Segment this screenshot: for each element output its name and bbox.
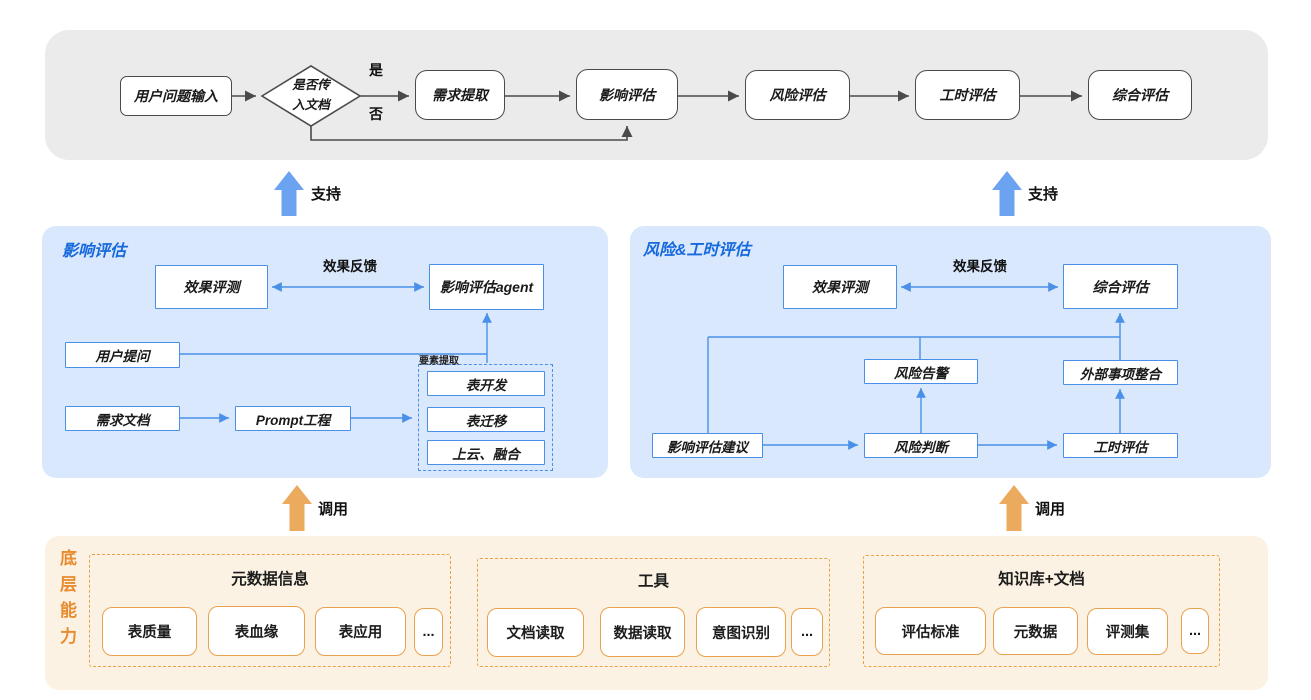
node-hours-evaluation-2: 工时评估 bbox=[1063, 433, 1178, 458]
node-impact-evaluation: 影响评估 bbox=[576, 69, 678, 120]
card-tools-more: ... bbox=[791, 608, 823, 656]
card-eval-set: 评测集 bbox=[1087, 608, 1168, 655]
node-impact-evaluation-agent: 影响评估agent bbox=[429, 264, 544, 310]
card-metadata-more: ... bbox=[414, 608, 443, 656]
node-overall-evaluation: 综合评估 bbox=[1088, 70, 1192, 120]
no-branch-label: 否 bbox=[369, 104, 383, 124]
decision-diamond-label: 是否传 入文档 bbox=[271, 75, 351, 115]
decision-line2: 入文档 bbox=[271, 95, 351, 115]
card-intent-recognition: 意图识别 bbox=[696, 607, 786, 657]
invoke-label-right: 调用 bbox=[1035, 498, 1065, 519]
node-impact-suggestion: 影响评估建议 bbox=[652, 433, 763, 458]
knowledge-docs-group: 知识库+文档 评估标准 元数据 评测集 ... bbox=[863, 555, 1220, 667]
metadata-info-title: 元数据信息 bbox=[90, 567, 450, 589]
tools-group: 工具 文档读取 数据读取 意图识别 ... bbox=[477, 558, 830, 667]
invoke-arrow-right bbox=[999, 485, 1029, 531]
card-metadata: 元数据 bbox=[993, 607, 1078, 655]
card-data-reading: 数据读取 bbox=[600, 607, 685, 657]
node-requirement-doc: 需求文档 bbox=[65, 406, 180, 431]
effect-feedback-label: 效果反馈 bbox=[316, 255, 384, 275]
node-hours-evaluation: 工时评估 bbox=[915, 70, 1020, 120]
risk-panel-title: 风险&工时评估 bbox=[643, 236, 751, 260]
node-user-question: 用户提问 bbox=[65, 342, 180, 368]
card-knowledge-more: ... bbox=[1181, 608, 1209, 654]
metadata-info-group: 元数据信息 表质量 表血缘 表应用 ... bbox=[89, 554, 451, 667]
support-label-right: 支持 bbox=[1028, 183, 1058, 204]
invoke-arrow-left bbox=[282, 485, 312, 531]
base-capability-title: 底层能力 bbox=[54, 549, 79, 687]
support-arrow-right bbox=[992, 171, 1022, 216]
node-requirement-extraction: 需求提取 bbox=[415, 70, 505, 120]
element-extraction-label: 要素提取 bbox=[419, 352, 459, 367]
node-effect-evaluation-2: 效果评测 bbox=[783, 265, 897, 309]
impact-panel-title: 影响评估 bbox=[62, 237, 126, 261]
card-evaluation-standard: 评估标准 bbox=[875, 607, 986, 655]
node-comprehensive-evaluation: 综合评估 bbox=[1063, 264, 1178, 309]
node-prompt-engineering: Prompt工程 bbox=[235, 406, 351, 431]
effect-feedback-label-2: 效果反馈 bbox=[946, 255, 1014, 275]
invoke-label-left: 调用 bbox=[318, 498, 348, 519]
node-table-development: 表开发 bbox=[427, 371, 545, 396]
node-table-migration: 表迁移 bbox=[427, 407, 545, 432]
node-risk-evaluation: 风险评估 bbox=[745, 70, 850, 120]
card-table-lineage: 表血缘 bbox=[208, 606, 305, 656]
node-risk-judgement: 风险判断 bbox=[864, 433, 978, 458]
node-effect-evaluation: 效果评测 bbox=[155, 265, 268, 309]
decision-line1: 是否传 bbox=[271, 75, 351, 95]
tools-title: 工具 bbox=[478, 569, 829, 591]
node-cloud-fusion: 上云、融合 bbox=[427, 440, 545, 465]
card-doc-reading: 文档读取 bbox=[487, 608, 584, 657]
card-table-quality: 表质量 bbox=[102, 607, 197, 656]
node-external-integration: 外部事项整合 bbox=[1063, 360, 1178, 385]
yes-branch-label: 是 bbox=[369, 60, 383, 80]
support-arrow-left bbox=[274, 171, 304, 216]
knowledge-docs-title: 知识库+文档 bbox=[864, 567, 1219, 589]
support-label-left: 支持 bbox=[311, 183, 341, 204]
card-table-application: 表应用 bbox=[315, 607, 406, 656]
node-user-question-input: 用户问题输入 bbox=[120, 76, 232, 116]
node-risk-alert: 风险告警 bbox=[864, 359, 978, 384]
